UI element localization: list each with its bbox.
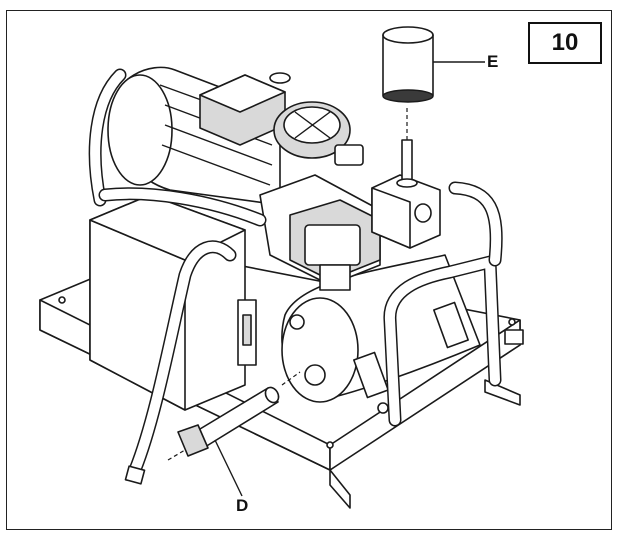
frame-handle <box>383 181 524 427</box>
figure-frame <box>6 10 612 530</box>
compressor-head <box>259 101 381 291</box>
receiver-tank <box>281 254 481 414</box>
electric-motor <box>107 66 291 206</box>
hoses <box>88 68 267 485</box>
callout-label-e: E <box>487 52 499 71</box>
callout-label-d: D <box>236 496 249 515</box>
figure-number: 10 <box>528 22 602 64</box>
drain-pipe <box>167 371 301 497</box>
valve-block <box>371 108 441 249</box>
filter-cartridge <box>382 26 485 103</box>
